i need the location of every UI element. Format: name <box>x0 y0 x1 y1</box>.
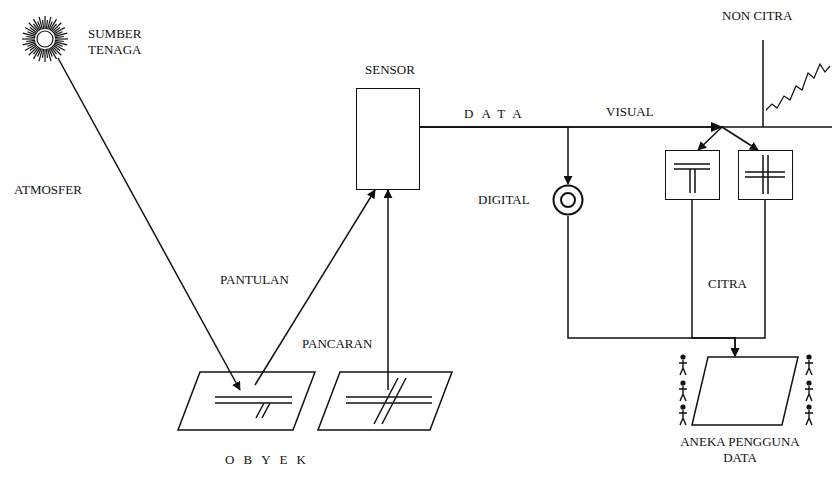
user-figure <box>679 380 687 401</box>
node-label: NON CITRA <box>722 8 832 24</box>
object-plane <box>318 372 452 430</box>
user-figure <box>805 354 813 375</box>
sun-ray <box>44 49 45 62</box>
connector-arrow <box>420 126 832 128</box>
sun-ray <box>55 33 68 36</box>
object-plane <box>178 372 315 430</box>
sun-ray <box>55 37 64 38</box>
user-figure <box>805 404 813 425</box>
sun-ray <box>55 40 64 41</box>
edge-label: PANTULAN <box>218 272 291 288</box>
branch-arrow <box>722 127 758 150</box>
sun-ray <box>39 17 42 30</box>
disc-inner <box>561 193 575 207</box>
data-users: ANEKA PENGGUNA DATA <box>675 356 805 470</box>
objects-shape <box>170 370 460 434</box>
connector-arrow <box>420 127 568 184</box>
image-symbol <box>666 151 718 198</box>
sun-shape <box>20 14 70 64</box>
edge-label: VISUAL <box>604 104 656 120</box>
graph-axis <box>762 40 764 127</box>
sun-ray <box>26 37 35 38</box>
image-box <box>665 150 720 200</box>
non-image-graph: NON CITRA <box>722 6 834 127</box>
connector-arrow <box>420 127 722 150</box>
road-symbol <box>674 164 710 193</box>
sun-ray <box>43 20 44 29</box>
connector-arrow <box>387 190 389 390</box>
split-arrowhead <box>711 122 723 132</box>
node-label: SENSOR <box>340 62 440 78</box>
sun-ray <box>48 49 51 62</box>
connector-arrow <box>58 58 240 390</box>
sun-ray <box>23 42 36 45</box>
sun-ray <box>22 38 35 39</box>
digital-disc: DIGITAL <box>478 183 586 217</box>
sun-core <box>37 31 53 47</box>
disc-outer <box>554 186 583 215</box>
edge-label: DATA <box>462 106 532 122</box>
graph-curve <box>766 64 830 110</box>
user-figure <box>679 354 687 375</box>
image-symbol <box>739 151 791 198</box>
user-plane <box>692 357 798 425</box>
energy-source: SUMBER TENAGA <box>20 12 160 72</box>
sensor-square <box>356 88 420 190</box>
bus-line <box>735 200 765 338</box>
image-box <box>738 150 793 200</box>
sun-ray <box>26 40 35 41</box>
sensor-box: SENSOR <box>340 62 440 190</box>
object-area: OBYEK <box>170 370 460 470</box>
sun-ray <box>46 49 47 58</box>
road-symbol <box>745 155 785 194</box>
graph-shape <box>762 38 832 127</box>
node-label: CITRA <box>660 276 795 292</box>
image-boxes: CITRA <box>660 148 795 294</box>
edge-label: ATMOSFER <box>12 182 84 198</box>
users-shape <box>690 356 800 426</box>
edge-label: PANCARAN <box>300 336 374 352</box>
sun-ray <box>46 20 47 29</box>
node-label: OBYEK <box>210 452 330 468</box>
node-label: ANEKA PENGGUNA DATA <box>675 434 805 466</box>
user-figure <box>679 404 687 425</box>
user-figure <box>805 380 813 401</box>
sun-ray <box>43 49 44 58</box>
road-symbol <box>346 378 432 424</box>
sun-ray <box>44 16 45 29</box>
disc-shape <box>552 184 584 216</box>
sun-ray <box>55 38 68 39</box>
node-label: SUMBER TENAGA <box>88 26 158 58</box>
road-symbol <box>215 397 292 418</box>
node-label: DIGITAL <box>478 192 548 208</box>
